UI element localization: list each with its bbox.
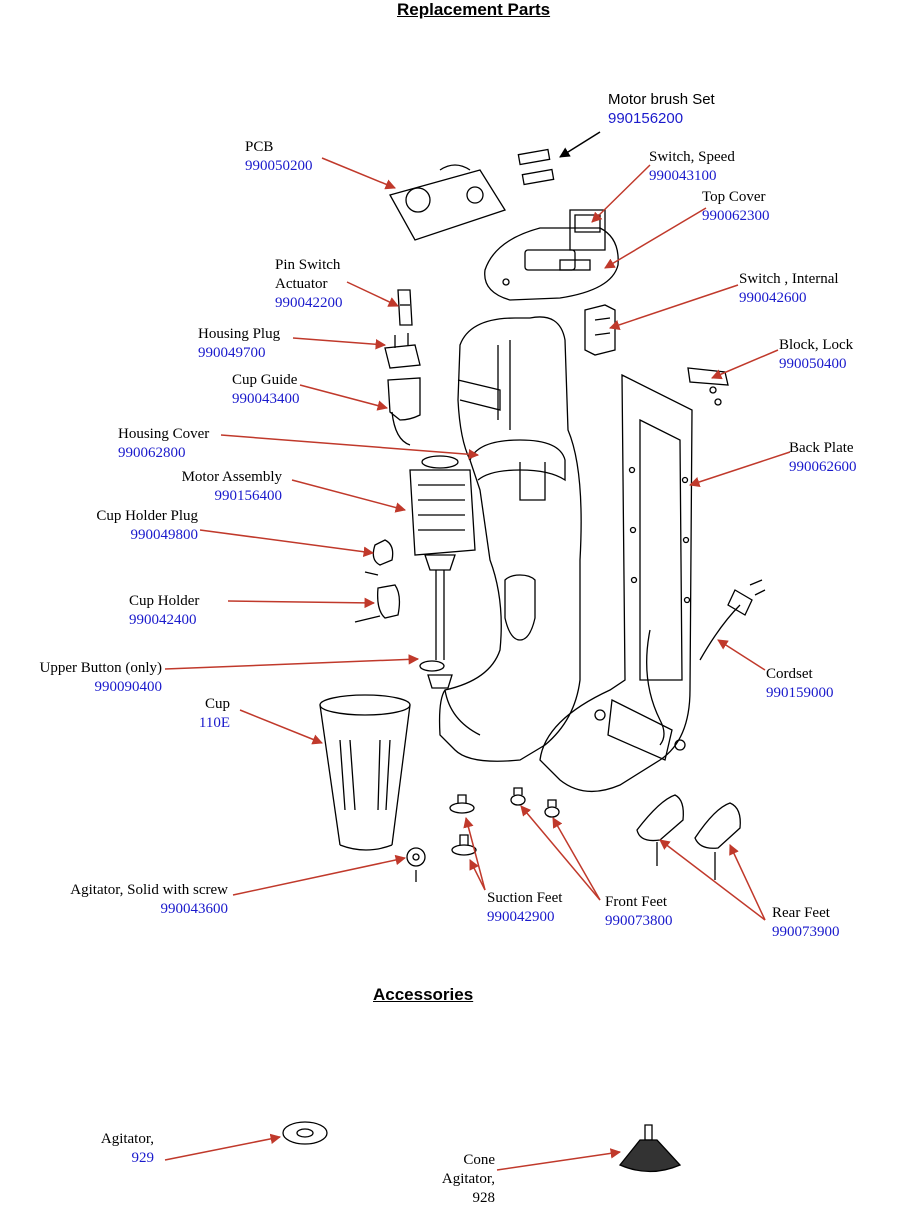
front-feet-drawing xyxy=(510,787,560,818)
cone-agitator-drawing xyxy=(618,1124,682,1173)
back-plate-drawing xyxy=(539,373,693,793)
label-agitator-solid: Agitator, Solid with screw 990043600 xyxy=(70,882,228,917)
cup-guide-drawing xyxy=(387,377,421,446)
rear-feet-drawing xyxy=(636,794,741,880)
suction-feet-drawing xyxy=(449,794,477,856)
upper-button-drawing xyxy=(419,660,445,672)
cordset-drawing xyxy=(646,579,766,746)
label-cup: Cup 110E xyxy=(198,696,230,731)
housing-plug-drawing xyxy=(384,333,421,369)
label-switch-speed: Switch, Speed 990043100 xyxy=(649,149,735,184)
label-back-plate: Back Plate 990062600 xyxy=(789,440,857,475)
label-upper-button: Upper Button (only) 990090400 xyxy=(39,660,162,695)
label-rear-feet: Rear Feet 990073900 xyxy=(772,905,840,940)
agitator-solid-drawing xyxy=(406,847,426,882)
motor-assembly-drawing xyxy=(409,455,476,689)
pcb-drawing xyxy=(389,164,506,241)
label-front-feet: Front Feet 990073800 xyxy=(605,894,673,929)
label-pcb: PCB 990050200 xyxy=(245,139,313,174)
label-block-lock: Block, Lock 990050400 xyxy=(779,337,854,372)
label-motor-assembly: Motor Assembly 990156400 xyxy=(181,469,282,504)
motor-brush-drawing xyxy=(517,148,555,186)
label-switch-internal: Switch , Internal 990042600 xyxy=(739,271,839,306)
label-cup-guide: Cup Guide 990043400 xyxy=(232,372,300,407)
label-accessory-agitator: Agitator, 929 xyxy=(100,1131,154,1166)
label-top-cover: Top Cover 990062300 xyxy=(702,189,770,224)
pin-switch-actuator-drawing xyxy=(397,289,413,326)
label-cordset: Cordset 990159000 xyxy=(766,666,834,701)
cup-holder-drawing xyxy=(354,584,401,623)
accessory-agitator-drawing xyxy=(282,1121,328,1145)
label-pin-switch-actuator: Pin Switch Actuator 990042200 xyxy=(275,257,343,311)
cup-drawing xyxy=(319,694,411,851)
label-cup-holder: Cup Holder 990042400 xyxy=(129,593,200,628)
replacement-parts-heading: Replacement Parts xyxy=(397,0,551,19)
top-cover-drawing xyxy=(484,227,619,301)
accessories-heading: Accessories xyxy=(373,985,474,1004)
label-cup-holder-plug: Cup Holder Plug 990049800 xyxy=(96,508,198,543)
cup-holder-plug-drawing xyxy=(364,539,394,576)
housing-body-drawing xyxy=(438,316,582,762)
speed-switch-drawing xyxy=(569,209,606,251)
label-housing-plug: Housing Plug 990049700 xyxy=(198,326,281,361)
label-housing-cover: Housing Cover 990062800 xyxy=(118,426,210,461)
label-suction-feet: Suction Feet 990042900 xyxy=(487,890,563,925)
internal-switch-drawing xyxy=(584,304,616,356)
label-cone-agitator: Cone Agitator, 928 xyxy=(441,1152,495,1206)
label-motor-brush-set: Motor brush Set 990156200 xyxy=(608,91,715,127)
